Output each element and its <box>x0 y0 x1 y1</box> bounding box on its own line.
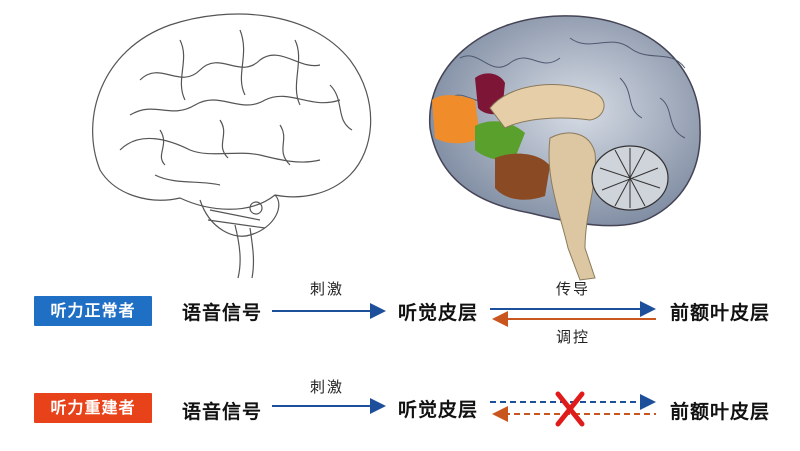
brain-outline-illustration <box>92 13 372 279</box>
group-badge-normal-hearing: 听力正常者 <box>34 296 152 326</box>
node-prefrontal-cortex: 前额叶皮层 <box>670 302 771 324</box>
label-conduction: 传导 <box>556 280 591 298</box>
node-prefrontal-cortex: 前额叶皮层 <box>670 401 771 423</box>
node-speech-signal: 语音信号 <box>182 302 263 324</box>
node-speech-signal: 语音信号 <box>182 401 263 423</box>
label-regulation: 调控 <box>556 328 591 346</box>
group-badge-hearing-reconstruction: 听力重建者 <box>34 393 152 423</box>
blocked-x-icon <box>555 391 585 427</box>
label-stimulus: 刺激 <box>310 378 345 396</box>
label-stimulus: 刺激 <box>310 280 345 298</box>
node-auditory-cortex: 听觉皮层 <box>398 399 479 421</box>
brain-section-illustration <box>429 15 701 281</box>
node-auditory-cortex: 听觉皮层 <box>398 302 479 324</box>
